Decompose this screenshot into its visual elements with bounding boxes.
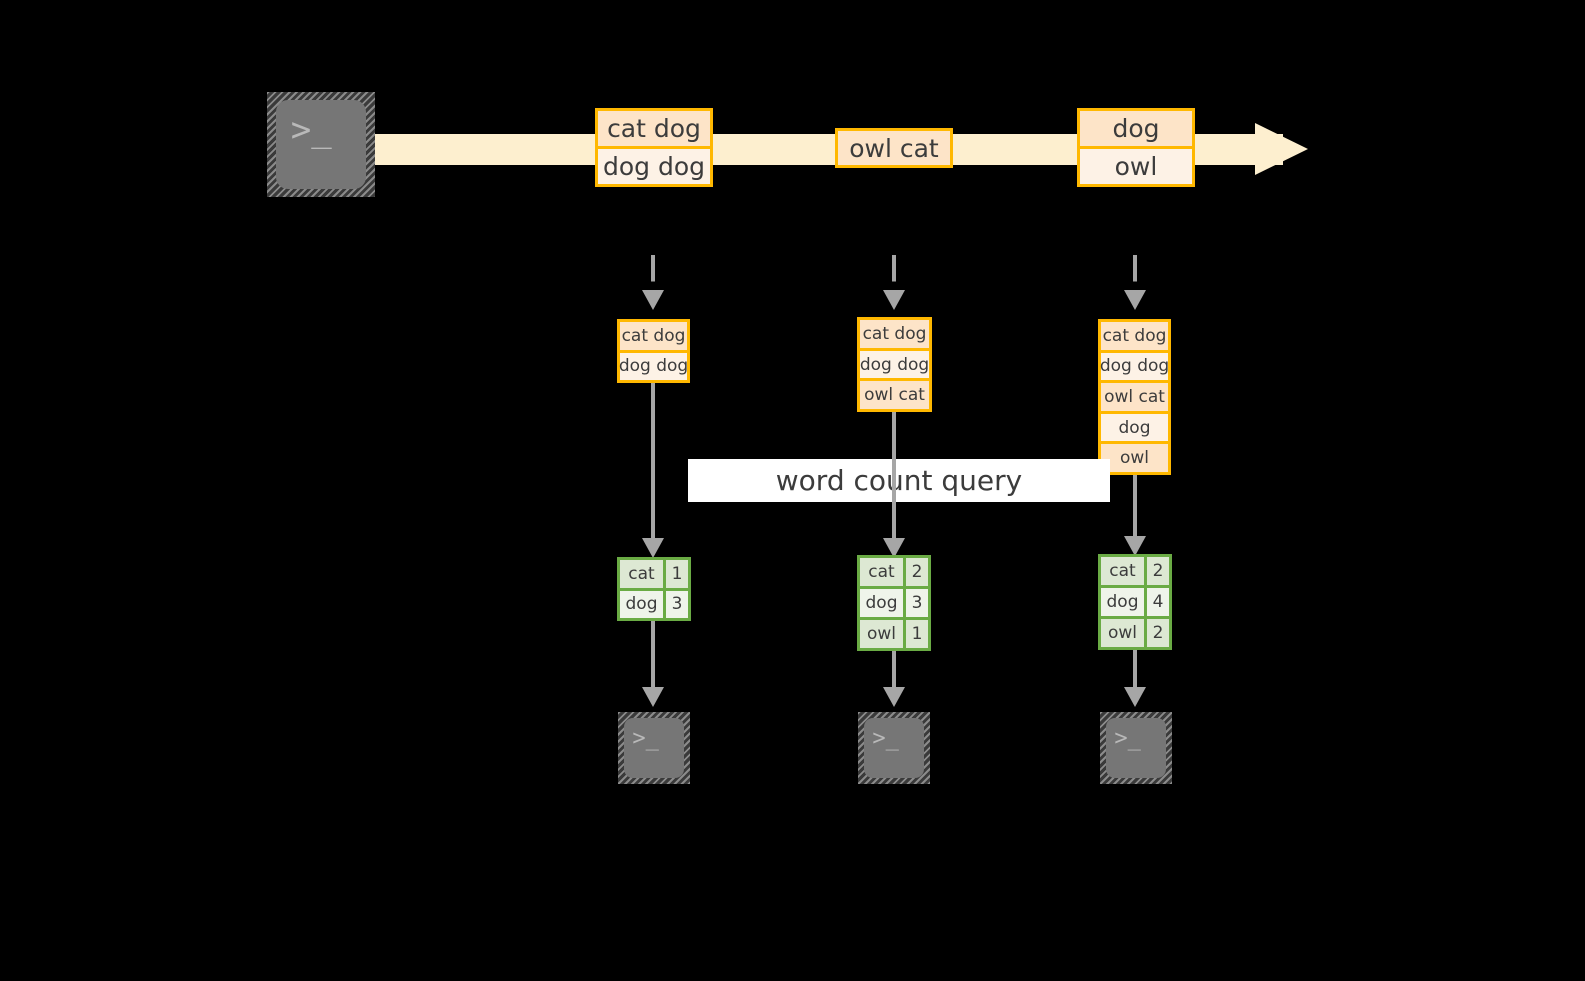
- result-word: cat: [1101, 557, 1147, 585]
- terminal-prompt-glyph: >_: [290, 110, 332, 150]
- snapshot-event: owl cat: [860, 378, 929, 410]
- table-row: dog 4: [1101, 585, 1169, 616]
- query-label-text: word count query: [775, 464, 1023, 497]
- terminal-screen: [1105, 717, 1167, 779]
- snapshot-1-result-table[interactable]: cat 1 dog 3: [617, 557, 691, 621]
- stream-event-line: owl cat: [838, 131, 950, 165]
- terminal-screen: [275, 100, 367, 189]
- result-count: 1: [906, 620, 928, 648]
- snapshot-event: cat dog: [860, 320, 929, 348]
- snapshot-3-result-table[interactable]: cat 2 dog 4 owl 2: [1098, 554, 1172, 650]
- stream-event-line: cat dog: [598, 111, 710, 146]
- stream-event-2[interactable]: owl cat: [835, 128, 953, 168]
- result-word: cat: [860, 558, 906, 586]
- event-stream-arrowhead: [1255, 123, 1308, 175]
- result-count: 3: [666, 590, 688, 618]
- dashed-connector-1: [651, 255, 655, 293]
- result-word: dog: [1101, 588, 1147, 616]
- stream-event-line: dog dog: [598, 146, 710, 184]
- sink-connector-1: [651, 621, 655, 691]
- terminal-screen: [623, 717, 685, 779]
- dashed-connector-1-arrowhead: [642, 290, 664, 310]
- terminal-screen: [863, 717, 925, 779]
- snapshot-event: dog dog: [860, 347, 929, 379]
- result-word: cat: [620, 560, 666, 588]
- dashed-connector-3-arrowhead: [1124, 290, 1146, 310]
- table-row: cat 2: [860, 558, 928, 586]
- result-count: 1: [666, 560, 688, 588]
- query-connector-2-arrowhead: [883, 538, 905, 558]
- snapshot-event: cat dog: [1101, 322, 1168, 350]
- query-connector-3: [1133, 475, 1137, 543]
- snapshot-event: cat dog: [620, 322, 687, 350]
- terminal-prompt-glyph: >_: [632, 725, 659, 751]
- terminal-prompt-glyph: >_: [1114, 725, 1141, 751]
- stream-event-line: dog: [1080, 111, 1192, 146]
- query-connector-1: [651, 383, 655, 543]
- query-label-band: word count query: [688, 459, 1110, 502]
- sink-connector-2-arrowhead: [883, 687, 905, 707]
- snapshot-event: owl cat: [1101, 380, 1168, 411]
- result-count: 2: [1147, 557, 1169, 585]
- snapshot-3-event-stack[interactable]: cat dog dog dog owl cat dog owl: [1098, 319, 1171, 475]
- result-count: 4: [1147, 588, 1169, 616]
- table-row: dog 3: [860, 586, 928, 617]
- snapshot-event: dog: [1101, 410, 1168, 442]
- sink-connector-3: [1133, 650, 1137, 691]
- snapshot-2-event-stack[interactable]: cat dog dog dog owl cat: [857, 317, 932, 412]
- dashed-connector-3: [1133, 255, 1137, 293]
- snapshot-event: owl: [1101, 441, 1168, 472]
- sink-connector-2: [892, 651, 896, 691]
- terminal-prompt-glyph: >_: [872, 725, 899, 751]
- snapshot-2-sink-terminal-icon[interactable]: >_: [858, 712, 930, 784]
- result-word: dog: [860, 589, 906, 617]
- query-connector-1-arrowhead: [642, 538, 664, 558]
- result-word: owl: [1101, 619, 1147, 647]
- snapshot-3-sink-terminal-icon[interactable]: >_: [1100, 712, 1172, 784]
- source-terminal-icon[interactable]: >_: [267, 92, 375, 197]
- result-count: 3: [906, 589, 928, 617]
- stream-event-3[interactable]: dog owl: [1077, 108, 1195, 187]
- query-connector-3-arrowhead: [1124, 536, 1146, 556]
- result-count: 2: [1147, 619, 1169, 647]
- snapshot-1-event-stack[interactable]: cat dog dog dog: [617, 319, 690, 383]
- sink-connector-3-arrowhead: [1124, 687, 1146, 707]
- table-row: cat 2: [1101, 557, 1169, 585]
- snapshot-2-result-table[interactable]: cat 2 dog 3 owl 1: [857, 555, 931, 651]
- stream-event-1[interactable]: cat dog dog dog: [595, 108, 713, 187]
- result-word: dog: [620, 590, 666, 618]
- dashed-connector-2: [892, 255, 896, 293]
- result-word: owl: [860, 620, 906, 648]
- query-connector-2-overlay: [892, 459, 896, 502]
- snapshot-1-sink-terminal-icon[interactable]: >_: [618, 712, 690, 784]
- dashed-connector-2-arrowhead: [883, 290, 905, 310]
- sink-connector-1-arrowhead: [642, 687, 664, 707]
- snapshot-event: dog dog: [619, 349, 688, 380]
- stream-event-line: owl: [1080, 146, 1192, 184]
- table-row: cat 1: [620, 560, 688, 588]
- snapshot-event: dog dog: [1100, 349, 1169, 381]
- table-row: owl 1: [860, 617, 928, 648]
- table-row: owl 2: [1101, 616, 1169, 647]
- result-count: 2: [906, 558, 928, 586]
- table-row: dog 3: [620, 587, 688, 618]
